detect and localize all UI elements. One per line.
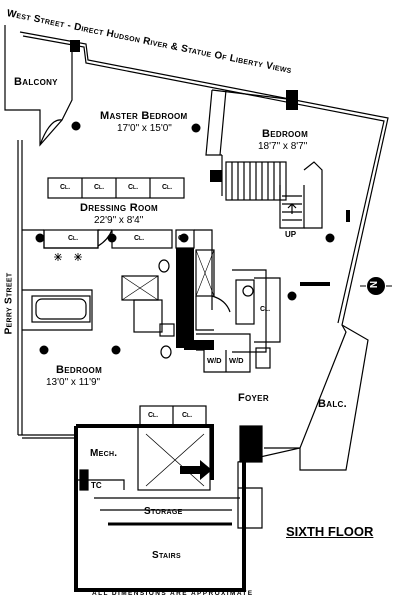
bath-2-wall bbox=[195, 296, 214, 331]
mech-label: Mech. bbox=[90, 448, 118, 459]
stair-up-arrow bbox=[287, 203, 297, 214]
closet-label: Cl. bbox=[162, 184, 173, 191]
bath-walls bbox=[22, 289, 93, 331]
elevator-cross bbox=[145, 433, 205, 487]
door-swing-bath bbox=[211, 295, 231, 313]
dressing-room-label: Dressing Room bbox=[80, 202, 158, 214]
south-wall bbox=[18, 434, 76, 439]
balcony-se-label: Balc. bbox=[318, 398, 347, 410]
tc-label: TC bbox=[91, 481, 102, 490]
core-north-wall bbox=[76, 424, 214, 480]
washer-dryer-label: W/D bbox=[207, 356, 222, 365]
ne-bedroom-north-wall bbox=[211, 89, 297, 101]
stair-landing bbox=[279, 185, 305, 229]
closet-label: Cl. bbox=[60, 184, 71, 191]
sw-bedroom-label: Bedroom bbox=[56, 364, 103, 376]
columns bbox=[35, 121, 335, 355]
stair-up-label: UP bbox=[285, 230, 297, 239]
exterior-wall-inner bbox=[22, 35, 385, 324]
ne-bedroom-label: Bedroom bbox=[262, 128, 309, 140]
floor-title: SIXTH FLOOR bbox=[286, 524, 374, 539]
closet-label: Cl. bbox=[260, 306, 271, 313]
foyer-label: Foyer bbox=[238, 392, 269, 404]
north-arrow-icon bbox=[360, 277, 392, 295]
toilet-2 bbox=[160, 345, 172, 359]
closet-label: Cl. bbox=[178, 235, 189, 242]
closet-label: Cl. bbox=[68, 235, 79, 242]
closet-label: Cl. bbox=[148, 412, 159, 419]
balcony-nw-label: Balcony bbox=[14, 76, 58, 88]
master-bedroom-dims: 17'0" x 15'0" bbox=[117, 123, 172, 134]
washer-dryer-label: W/D bbox=[229, 356, 244, 365]
storage-label: Storage bbox=[144, 506, 183, 517]
closet-label: Cl. bbox=[94, 184, 105, 191]
shower-1-drain bbox=[121, 275, 159, 301]
balcony-se-outline bbox=[299, 324, 369, 471]
sprinkler-icons bbox=[54, 253, 82, 261]
vanity-2 bbox=[235, 279, 255, 325]
bathtub bbox=[31, 295, 91, 323]
tc-block bbox=[79, 469, 89, 491]
closet-cl-right bbox=[254, 277, 281, 343]
column bbox=[191, 123, 201, 133]
column bbox=[287, 291, 297, 301]
exterior-wall bbox=[19, 31, 389, 529]
column bbox=[325, 233, 335, 243]
door-swing-closet bbox=[97, 229, 113, 247]
disclaimer-text: ALL DIMENSIONS ARE APPROXIMATE bbox=[92, 590, 254, 597]
shower-2 bbox=[195, 249, 215, 297]
toilet-1 bbox=[158, 259, 170, 273]
closet-label: Cl. bbox=[182, 412, 193, 419]
toilet-3 bbox=[242, 285, 254, 297]
vanity-1 bbox=[133, 299, 163, 333]
bathtub-basin bbox=[35, 298, 87, 320]
closet-dividers-upper bbox=[81, 178, 151, 198]
column bbox=[179, 233, 189, 243]
sink-cabinet bbox=[255, 347, 271, 369]
balcony-door-swing bbox=[39, 119, 63, 146]
closet-label: Cl. bbox=[128, 184, 139, 191]
stair-treads-upper bbox=[231, 162, 281, 200]
laundry-walls bbox=[196, 333, 251, 373]
sink-1 bbox=[159, 323, 175, 337]
ne-bedroom-dims: 18'7" x 8'7" bbox=[258, 141, 308, 152]
dressing-wall-west bbox=[22, 229, 100, 249]
stairs-label: Stairs bbox=[152, 550, 181, 561]
street-label-perry: Perry Street bbox=[3, 272, 15, 335]
dressing-wall-mid bbox=[98, 229, 213, 310]
ne-bedroom-wall bbox=[205, 89, 227, 156]
closet-label: Cl. bbox=[134, 235, 145, 242]
structural-walls bbox=[70, 40, 350, 350]
sw-bedroom-dims: 13'0" x 11'9" bbox=[46, 377, 101, 388]
column bbox=[71, 121, 81, 131]
column bbox=[35, 233, 45, 243]
master-bedroom-label: Master Bedroom bbox=[100, 110, 188, 122]
bath-3-walls bbox=[232, 269, 267, 353]
west-wall bbox=[17, 140, 23, 435]
stair-core-walls bbox=[74, 426, 246, 592]
mech-wall bbox=[76, 479, 125, 490]
column bbox=[39, 345, 49, 355]
shower-2-drain bbox=[195, 249, 215, 297]
foyer-column bbox=[239, 425, 263, 463]
compass-letter: N bbox=[369, 280, 381, 289]
elevator-shaft bbox=[137, 425, 211, 491]
column bbox=[107, 233, 117, 243]
stair-enclosure bbox=[303, 161, 323, 229]
column bbox=[111, 345, 121, 355]
dressing-room-dims: 22'9" x 8'4" bbox=[94, 215, 144, 226]
elevator-arrow-icon bbox=[180, 460, 212, 480]
